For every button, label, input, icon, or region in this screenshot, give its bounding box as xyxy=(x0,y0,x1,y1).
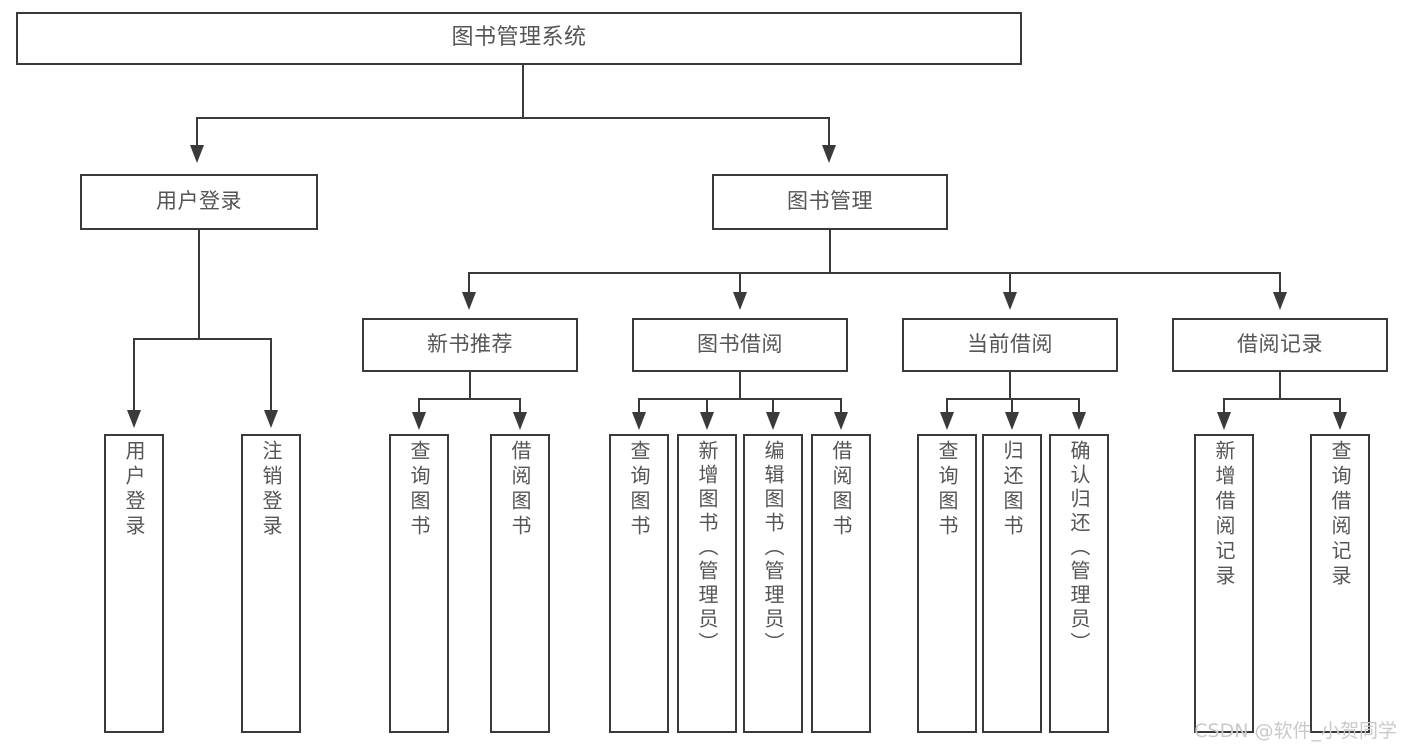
node-user-login[interactable]: 用户登录 xyxy=(80,174,318,230)
connector-book-borrow-to-leaf3 xyxy=(772,398,774,412)
node-current-borrow[interactable]: 当前借阅 xyxy=(902,318,1118,372)
node-leaf-query-book-1-label: 查询图书 xyxy=(407,440,431,540)
connector-user-login-bus xyxy=(133,338,270,340)
node-book-manage-label: 图书管理 xyxy=(787,189,873,214)
connector-current-borrow-to-leaf2 xyxy=(1011,398,1013,412)
connector-user-login-to-leaf2 xyxy=(270,338,272,410)
node-book-borrow[interactable]: 图书借阅 xyxy=(632,318,848,372)
connector-root-to-user-login xyxy=(196,117,198,145)
connector-book-borrow-stem xyxy=(739,372,741,398)
node-leaf-add-book-admin[interactable]: 新增图书（管理员） xyxy=(677,434,737,733)
connector-current-borrow-to-leaf3 xyxy=(1078,398,1080,412)
connector-book-manage-stem xyxy=(829,230,831,272)
node-leaf-query-book-3-label: 查询图书 xyxy=(935,440,959,540)
arrowhead-current-borrow xyxy=(1003,292,1017,310)
arrowhead-leaf-query-book-2 xyxy=(632,412,646,430)
arrowhead-leaf-borrow-book-1 xyxy=(513,412,527,430)
arrowhead-book-manage xyxy=(822,145,836,163)
node-leaf-borrow-book-2-label: 借阅图书 xyxy=(829,440,853,540)
connector-book-manage-bus xyxy=(468,272,1280,274)
node-root-label: 图书管理系统 xyxy=(451,25,587,51)
arrowhead-leaf-query-book-1 xyxy=(412,412,426,430)
arrowhead-leaf-add-record xyxy=(1217,412,1231,430)
node-borrow-record-label: 借阅记录 xyxy=(1237,332,1323,357)
connector-borrow-record-to-leaf1 xyxy=(1223,398,1225,412)
node-borrow-record[interactable]: 借阅记录 xyxy=(1172,318,1388,372)
node-leaf-user-login-label: 用户登录 xyxy=(122,440,146,540)
arrowhead-leaf-query-record xyxy=(1333,412,1347,430)
connector-user-login-stem xyxy=(198,230,200,338)
arrowhead-leaf-user-logout xyxy=(264,410,278,428)
node-leaf-query-book-2[interactable]: 查询图书 xyxy=(609,434,669,733)
node-leaf-confirm-return-admin[interactable]: 确认归还（管理员） xyxy=(1049,434,1109,733)
connector-root-bus xyxy=(196,117,830,119)
connector-book-manage-to-borrow-record xyxy=(1279,272,1281,292)
connector-book-manage-to-current-borrow xyxy=(1009,272,1011,292)
arrowhead-user-login xyxy=(190,145,204,163)
node-book-manage[interactable]: 图书管理 xyxy=(712,174,948,230)
node-leaf-query-record[interactable]: 查询借阅记录 xyxy=(1310,434,1370,733)
arrowhead-book-borrow xyxy=(733,292,747,310)
connector-book-borrow-to-leaf4 xyxy=(840,398,842,412)
node-user-login-label: 用户登录 xyxy=(156,189,242,214)
connector-borrow-record-stem xyxy=(1279,372,1281,398)
node-leaf-query-book-1[interactable]: 查询图书 xyxy=(389,434,449,733)
node-leaf-borrow-book-1[interactable]: 借阅图书 xyxy=(490,434,550,733)
node-leaf-user-logout[interactable]: 注销登录 xyxy=(241,434,301,733)
node-leaf-add-book-admin-label: 新增图书（管理员） xyxy=(695,440,719,656)
connector-current-borrow-bus xyxy=(946,398,1080,400)
connector-user-login-to-leaf1 xyxy=(133,338,135,410)
arrowhead-leaf-confirm-return-admin xyxy=(1072,412,1086,430)
arrowhead-leaf-borrow-book-2 xyxy=(834,412,848,430)
connector-current-borrow-stem xyxy=(1009,372,1011,398)
node-leaf-query-record-label: 查询借阅记录 xyxy=(1328,440,1352,590)
node-leaf-query-book-3[interactable]: 查询图书 xyxy=(917,434,977,733)
node-new-book-rec-label: 新书推荐 xyxy=(427,332,513,357)
connector-new-book-rec-stem xyxy=(469,372,471,398)
node-leaf-borrow-book-2[interactable]: 借阅图书 xyxy=(811,434,871,733)
node-leaf-user-login[interactable]: 用户登录 xyxy=(104,434,164,733)
node-current-borrow-label: 当前借阅 xyxy=(967,332,1053,357)
connector-new-book-rec-to-leaf2 xyxy=(519,398,521,412)
arrowhead-leaf-return-book xyxy=(1005,412,1019,430)
connector-root-stem xyxy=(522,65,524,117)
node-leaf-query-book-2-label: 查询图书 xyxy=(627,440,651,540)
connector-book-borrow-to-leaf1 xyxy=(638,398,640,412)
arrowhead-new-book-rec xyxy=(462,292,476,310)
arrowhead-leaf-user-login xyxy=(127,410,141,428)
node-leaf-return-book-label: 归还图书 xyxy=(1000,440,1024,540)
node-new-book-rec[interactable]: 新书推荐 xyxy=(362,318,578,372)
node-leaf-add-record-label: 新增借阅记录 xyxy=(1212,440,1236,590)
connector-borrow-record-bus xyxy=(1223,398,1341,400)
node-book-borrow-label: 图书借阅 xyxy=(697,332,783,357)
connector-new-book-rec-bus xyxy=(418,398,521,400)
node-leaf-return-book[interactable]: 归还图书 xyxy=(982,434,1042,733)
node-root[interactable]: 图书管理系统 xyxy=(16,12,1022,65)
node-leaf-user-logout-label: 注销登录 xyxy=(259,440,283,540)
node-leaf-confirm-return-admin-label: 确认归还（管理员） xyxy=(1067,440,1091,656)
node-leaf-add-record[interactable]: 新增借阅记录 xyxy=(1194,434,1254,733)
arrowhead-borrow-record xyxy=(1273,292,1287,310)
connector-book-manage-to-book-borrow xyxy=(739,272,741,292)
connector-borrow-record-to-leaf2 xyxy=(1339,398,1341,412)
arrowhead-leaf-query-book-3 xyxy=(940,412,954,430)
connector-current-borrow-to-leaf1 xyxy=(946,398,948,412)
connector-root-to-book-manage xyxy=(828,117,830,145)
connector-book-borrow-to-leaf2 xyxy=(706,398,708,412)
node-leaf-edit-book-admin-label: 编辑图书（管理员） xyxy=(761,440,785,656)
arrowhead-leaf-edit-book-admin xyxy=(766,412,780,430)
arrowhead-leaf-add-book-admin xyxy=(700,412,714,430)
connector-new-book-rec-to-leaf1 xyxy=(418,398,420,412)
connector-book-manage-to-new-book-rec xyxy=(468,272,470,292)
connector-book-borrow-bus xyxy=(638,398,842,400)
node-leaf-borrow-book-1-label: 借阅图书 xyxy=(508,440,532,540)
node-leaf-edit-book-admin[interactable]: 编辑图书（管理员） xyxy=(743,434,803,733)
